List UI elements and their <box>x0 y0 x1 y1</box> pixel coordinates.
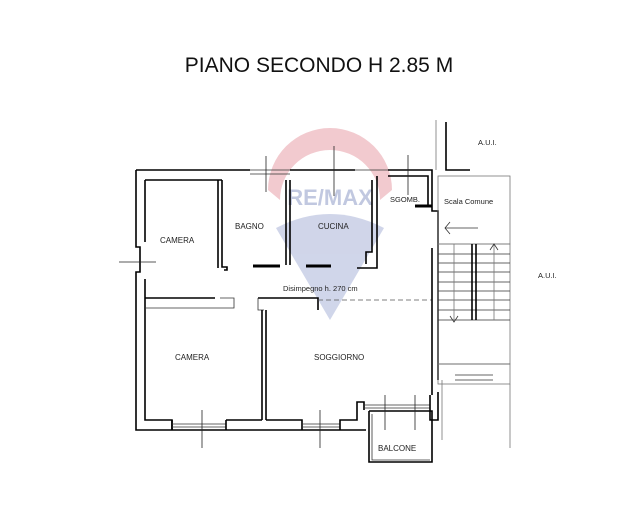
watermark-text: RE/MAX <box>287 185 373 210</box>
room-label-disimpegno: Disimpegno h. 270 cm <box>283 284 358 293</box>
room-label-balcone: BALCONE <box>378 444 416 453</box>
neighbor-walls <box>435 120 470 171</box>
room-label-bagno: BAGNO <box>235 222 264 231</box>
room-label-cucina: CUCINA <box>318 222 349 231</box>
room-label-soggiorno: SOGGIORNO <box>314 353 364 362</box>
label-aui-right: A.U.I. <box>538 271 557 280</box>
room-label-camera-bottom: CAMERA <box>175 353 210 362</box>
label-aui-top: A.U.I. <box>478 138 497 147</box>
apartment-walls <box>135 169 439 463</box>
room-label-scala-comune: Scala Comune <box>444 197 493 206</box>
stairwell <box>437 175 511 448</box>
room-label-sgombero: SGOMB. <box>390 195 420 204</box>
room-label-camera-top: CAMERA <box>160 236 195 245</box>
section-markers <box>119 146 416 448</box>
floor-plan-title: PIANO SECONDO H 2.85 M <box>184 54 454 77</box>
